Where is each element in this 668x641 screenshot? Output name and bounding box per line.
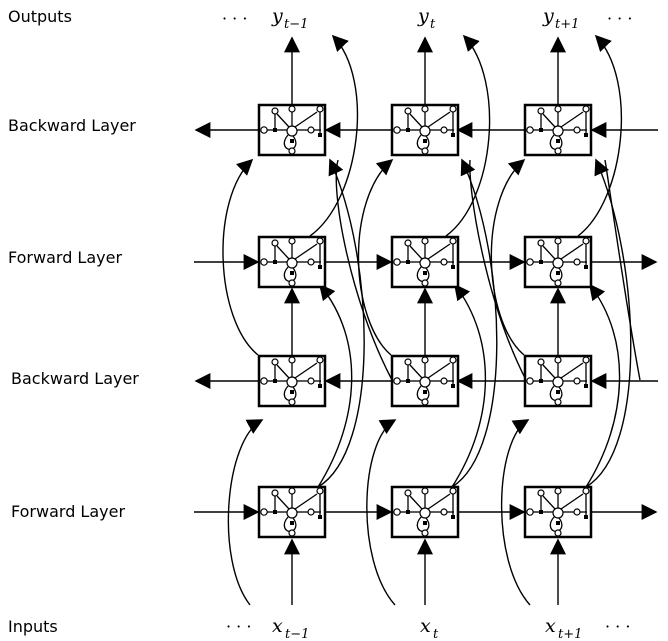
row-label-backward-bottom: Backward Layer: [11, 369, 139, 388]
svg-text:t: t: [430, 17, 436, 32]
svg-text:y: y: [542, 5, 554, 27]
cell-backward-top-t: [390, 103, 460, 157]
cell-backward-bottom-t-1: [257, 354, 327, 408]
input-ellipsis-right: · · ·: [605, 617, 630, 636]
row-label-forward-top: Forward Layer: [8, 248, 122, 267]
cell-backward-bottom-t: [390, 354, 460, 408]
cell-backward-bottom-t+1: [523, 354, 593, 408]
vertical-arrows: [284, 36, 566, 605]
cell-forward-bottom-t-1: [257, 485, 327, 539]
row-label-outputs: Outputs: [8, 7, 72, 26]
cell-forward-bottom-t+1: [523, 485, 593, 539]
cell-forward-top-t-1: [257, 235, 327, 289]
backward-top-cells: [257, 103, 593, 157]
output-ellipsis-right: · · ·: [607, 9, 632, 28]
svg-text:y: y: [271, 5, 283, 27]
svg-text:t+1: t+1: [558, 627, 582, 641]
forward-top-cells: [257, 235, 593, 289]
row-label-backward-top: Backward Layer: [8, 116, 136, 135]
input-label-t: x t: [420, 615, 439, 641]
input-label-t-1: x t−1: [272, 615, 309, 641]
cell-backward-top-t+1: [523, 103, 593, 157]
backward-bottom-cells: [257, 354, 593, 408]
row-label-inputs: Inputs: [8, 617, 58, 636]
svg-text:t+1: t+1: [555, 17, 579, 32]
output-label-t: y t: [417, 5, 436, 32]
output-ellipsis-left: · · ·: [222, 9, 247, 28]
cell-forward-top-t: [390, 235, 460, 289]
cell-backward-top-t-1: [257, 103, 327, 157]
svg-text:t: t: [433, 627, 439, 641]
input-ellipsis-left: · · ·: [226, 617, 251, 636]
row-label-forward-bottom: Forward Layer: [11, 502, 125, 521]
svg-text:t−1: t−1: [285, 627, 309, 641]
svg-text:x: x: [545, 615, 556, 637]
svg-text:x: x: [272, 615, 283, 637]
output-label-t-1: y t−1: [271, 5, 308, 32]
svg-text:x: x: [420, 615, 431, 637]
cell-forward-top-t+1: [523, 235, 593, 289]
cell-forward-bottom-t: [390, 485, 460, 539]
svg-text:t−1: t−1: [284, 17, 308, 32]
forward-bottom-cells: [257, 485, 593, 539]
curved-skip-connections: [222, 34, 641, 606]
svg-text:y: y: [417, 5, 429, 27]
input-label-t+1: x t+1: [545, 615, 582, 641]
output-label-t+1: y t+1: [542, 5, 579, 32]
